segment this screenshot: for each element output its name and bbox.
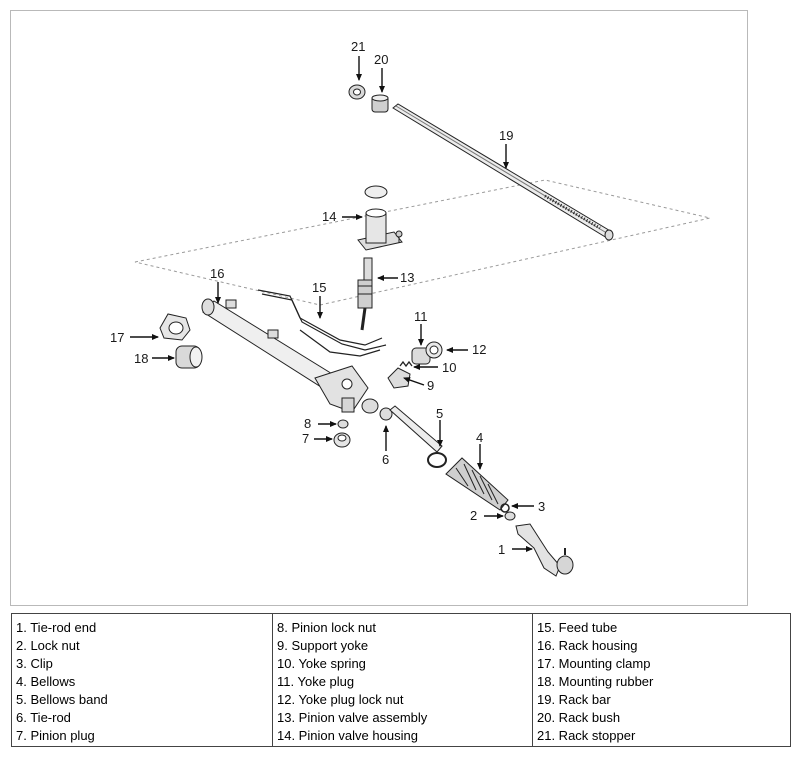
legend-item: 18. Mounting rubber [537, 674, 654, 689]
rack-stopper-part [348, 84, 366, 100]
legend-item: 5. Bellows band [16, 692, 108, 707]
pinion-lock-nut-part [337, 419, 349, 429]
steering-gear-exploded-diagram: 1 2 3 4 5 6 7 8 9 10 11 12 13 14 15 16 1… [110, 39, 711, 577]
legend-item: 8. Pinion lock nut [277, 620, 377, 635]
legend-item: 17. Mounting clamp [537, 656, 651, 671]
callout-label-3: 3 [538, 499, 545, 514]
feed-tube-part [257, 289, 387, 357]
callout-arrows [130, 56, 534, 552]
callout-label-14: 14 [322, 209, 336, 224]
callout-label-13: 13 [400, 270, 414, 285]
callout-label-16: 16 [210, 266, 224, 281]
callout-label-19: 19 [499, 128, 513, 143]
callout-label-21: 21 [351, 39, 365, 54]
mounting-clamp-part [159, 313, 191, 341]
bellows-part [445, 457, 509, 511]
legend-item: 2. Lock nut [16, 638, 80, 653]
callout-label-5: 5 [436, 406, 443, 421]
callout-label-12: 12 [472, 342, 486, 357]
legend-item: 12. Yoke plug lock nut [277, 692, 404, 707]
clip-part [500, 503, 510, 513]
legend-item: 15. Feed tube [537, 620, 618, 635]
callout-label-20: 20 [374, 52, 388, 67]
callout-label-18: 18 [134, 351, 148, 366]
legend-item: 9. Support yoke [277, 638, 369, 653]
callout-label-4: 4 [476, 430, 483, 445]
legend-item: 16. Rack housing [537, 638, 638, 653]
yoke-spring-part [399, 360, 413, 368]
callout-label-11: 11 [414, 309, 428, 324]
legend-item: 4. Bellows [16, 674, 76, 689]
tie-rod-end-part [515, 523, 574, 577]
parts-legend-table: 1. Tie-rod end 2. Lock nut 3. Clip 4. Be… [11, 613, 791, 747]
callout-label-9: 9 [427, 378, 434, 393]
callout-label-8: 8 [304, 416, 311, 431]
pinion-valve-assembly-part [357, 257, 373, 331]
mounting-rubber-part [175, 345, 203, 369]
callout-label-7: 7 [302, 431, 309, 446]
legend-item: 7. Pinion plug [16, 728, 95, 743]
legend-item: 11. Yoke plug [277, 674, 355, 689]
callout-label-2: 2 [470, 508, 477, 523]
legend-item: 14. Pinion valve housing [277, 728, 418, 743]
legend-item: 20. Rack bush [537, 710, 621, 725]
pinion-valve-housing-part [357, 185, 403, 251]
callout-label-6: 6 [382, 452, 389, 467]
legend-item: 3. Clip [16, 656, 53, 671]
legend-item: 19. Rack bar [537, 692, 611, 707]
callout-label-17: 17 [110, 330, 124, 345]
legend-row: 1. Tie-rod end 2. Lock nut 3. Clip 4. Be… [11, 613, 791, 747]
callout-label-10: 10 [442, 360, 456, 375]
callout-label-1: 1 [498, 542, 505, 557]
legend-item: 6. Tie-rod [16, 710, 71, 725]
legend-item: 13. Pinion valve assembly [277, 710, 428, 725]
legend-item: 1. Tie-rod end [16, 620, 97, 635]
legend-item: 10. Yoke spring [277, 656, 366, 671]
rack-bar-part [392, 103, 614, 241]
lock-nut-part [504, 511, 516, 521]
pinion-plug-part [333, 432, 351, 448]
support-yoke-part [387, 367, 411, 389]
tie-rod-part [379, 405, 443, 453]
rack-housing-part [201, 298, 379, 414]
rack-bush-part [371, 94, 389, 113]
legend-item: 21. Rack stopper [537, 728, 636, 743]
bellows-band-part [427, 452, 447, 468]
callout-label-15: 15 [312, 280, 326, 295]
yoke-plug-lock-nut-part [425, 341, 443, 359]
legend-column-1: 1. Tie-rod end 2. Lock nut 3. Clip 4. Be… [11, 613, 273, 747]
legend-column-3: 15. Feed tube 16. Rack housing 17. Mount… [532, 613, 791, 747]
legend-column-2: 8. Pinion lock nut 9. Support yoke 10. Y… [272, 613, 533, 747]
assembly-plane-outline [134, 179, 711, 306]
